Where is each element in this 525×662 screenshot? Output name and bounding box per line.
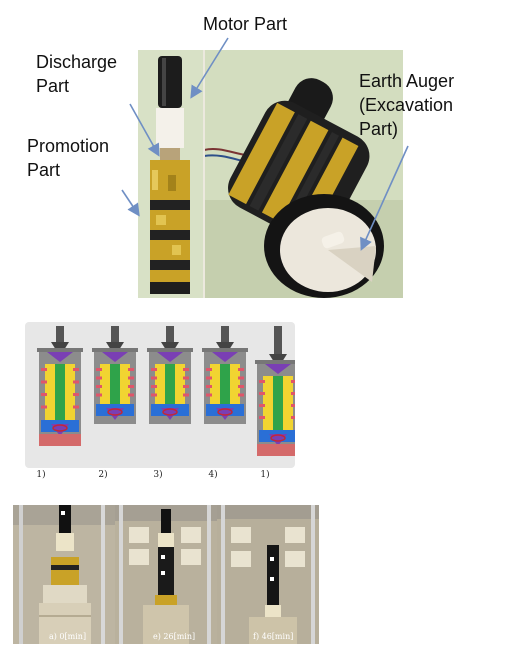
caption-46min: f) 46[min] <box>253 632 294 641</box>
excavation-sequence-svg <box>37 326 295 456</box>
device-step-1 <box>37 326 83 446</box>
promotion-arrow <box>121 189 140 217</box>
step-label-5: 1) <box>260 470 270 480</box>
step-label-1: 1) <box>36 470 46 480</box>
device-step-5 <box>255 326 295 456</box>
motor-part-shape <box>158 56 182 108</box>
photo-frame-0min: a) 0[min] <box>13 505 115 644</box>
motor-part-label: Motor Part <box>203 14 288 34</box>
device-step-4 <box>202 326 248 424</box>
device-step-2 <box>92 326 138 424</box>
upright-robot-image <box>138 50 204 298</box>
photo-divider <box>203 50 205 298</box>
horizontal-auger-image <box>204 50 403 298</box>
experiment-photo-strip: a) 0[min] e) 26[min] <box>13 505 319 644</box>
step-label-4: 4) <box>208 470 218 480</box>
photo-frame-26min: e) 26[min] <box>115 505 217 644</box>
discharge-part-shape <box>156 108 184 148</box>
device-step-3 <box>147 326 193 424</box>
caption-0min: a) 0[min] <box>49 632 87 641</box>
caption-26min: e) 26[min] <box>153 632 196 641</box>
photo-frame-46min: f) 46[min] <box>217 505 319 644</box>
earth-auger-label: Earth Auger (Excavation Part) <box>359 71 455 139</box>
step-label-2: 2) <box>98 470 108 480</box>
promotion-part-label: Promotion Part <box>27 136 110 180</box>
step-label-3: 3) <box>153 470 163 480</box>
discharge-part-label: Discharge Part <box>36 52 118 96</box>
